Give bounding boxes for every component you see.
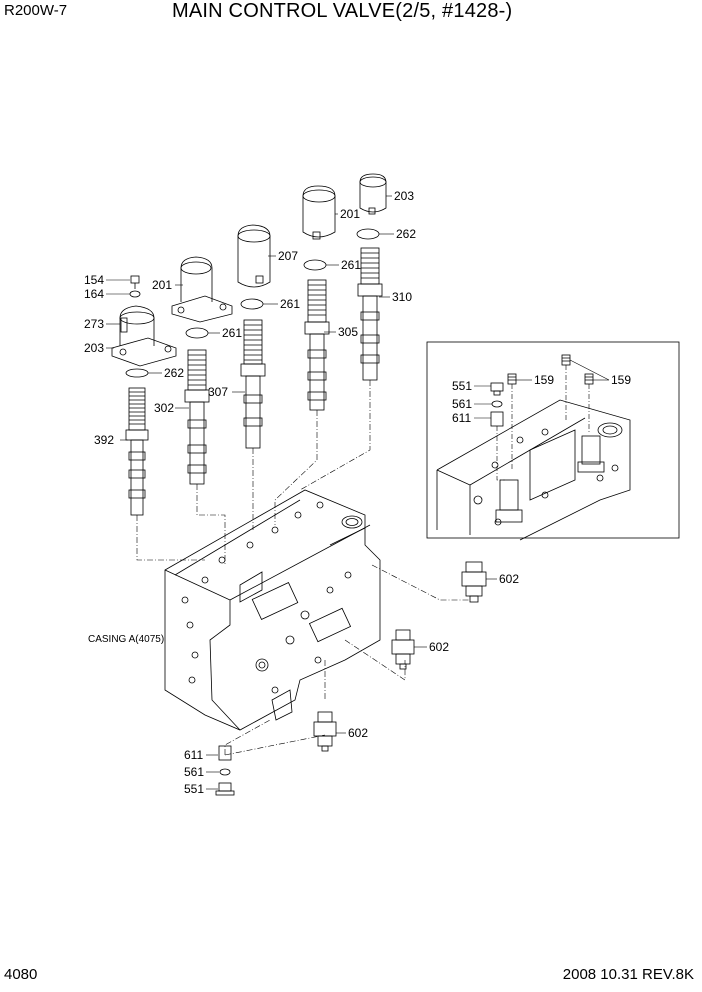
inset-casing-detail bbox=[436, 399, 631, 541]
label-159-inset-b: 159 bbox=[611, 373, 631, 387]
part-305-spool bbox=[304, 279, 330, 411]
label-551-bottom: 551 bbox=[184, 782, 204, 796]
part-203-pilot-cover-right bbox=[359, 173, 387, 215]
label-201-left: 201 bbox=[152, 278, 172, 292]
model-label: R200W-7 bbox=[4, 2, 68, 19]
part-551-plug-bottom bbox=[215, 782, 235, 796]
label-leaders bbox=[106, 195, 610, 790]
part-392-spool bbox=[125, 387, 149, 516]
label-611-bottom: 611 bbox=[184, 748, 203, 762]
inset-part-159-b bbox=[561, 354, 571, 366]
part-261-oring-c bbox=[303, 259, 327, 271]
inset-part-159-c bbox=[584, 373, 594, 385]
part-201-pilot-cover bbox=[171, 256, 233, 323]
label-154: 154 bbox=[84, 273, 104, 287]
label-561-bottom: 561 bbox=[184, 765, 204, 779]
label-203-right: 203 bbox=[394, 189, 414, 203]
assembly-leader-lines bbox=[136, 380, 470, 756]
label-307: 307 bbox=[208, 385, 228, 399]
part-602-relief-valve-c bbox=[313, 711, 337, 752]
casing-label: CASING A(4075) bbox=[88, 634, 165, 645]
part-207-pilot-cover bbox=[237, 224, 271, 288]
label-392: 392 bbox=[94, 433, 114, 447]
label-302: 302 bbox=[154, 401, 174, 415]
label-602-c: 602 bbox=[348, 726, 368, 740]
label-159-inset-a: 159 bbox=[534, 373, 554, 387]
label-261-c: 261 bbox=[341, 258, 361, 272]
inset-part-551 bbox=[490, 382, 504, 396]
page-title: MAIN CONTROL VALVE(2/5, #1428-) bbox=[172, 0, 513, 22]
inset-detail-frame bbox=[426, 341, 680, 539]
label-305: 305 bbox=[338, 325, 358, 339]
label-261-a: 261 bbox=[222, 326, 242, 340]
label-164: 164 bbox=[84, 287, 104, 301]
label-262-right: 262 bbox=[396, 227, 416, 241]
label-602-a: 602 bbox=[499, 572, 519, 586]
inset-part-159-a bbox=[507, 373, 517, 385]
label-207: 207 bbox=[278, 249, 298, 263]
part-201-pilot-cover-right bbox=[302, 185, 336, 240]
casing-a-block bbox=[164, 489, 381, 731]
label-273: 273 bbox=[84, 317, 104, 331]
label-310: 310 bbox=[392, 290, 412, 304]
label-261-b: 261 bbox=[280, 297, 300, 311]
part-262-oring-left bbox=[125, 368, 149, 378]
part-261-oring-b bbox=[240, 298, 264, 310]
part-164-oring bbox=[129, 290, 141, 298]
label-611-inset: 611 bbox=[452, 411, 471, 425]
part-602-relief-valve-a bbox=[461, 561, 487, 603]
page-number: 4080 bbox=[4, 966, 38, 983]
label-602-b: 602 bbox=[429, 640, 449, 654]
part-310-spool bbox=[357, 247, 383, 381]
inset-part-611 bbox=[490, 411, 504, 427]
part-261-oring-a bbox=[185, 327, 209, 339]
label-561-inset: 561 bbox=[452, 397, 472, 411]
label-262-left: 262 bbox=[164, 366, 184, 380]
part-561-oring-bottom bbox=[219, 768, 231, 776]
part-154-bolt bbox=[130, 275, 140, 289]
inset-leader-lines bbox=[496, 365, 590, 481]
label-203-left: 203 bbox=[84, 341, 104, 355]
part-611-plug-bottom bbox=[218, 745, 232, 761]
label-551-inset: 551 bbox=[452, 379, 472, 393]
label-201-right: 201 bbox=[340, 207, 360, 221]
part-602-relief-valve-b bbox=[391, 629, 415, 670]
revision-date: 2008 10.31 REV.8K bbox=[562, 966, 694, 983]
part-307-spool bbox=[240, 319, 266, 449]
part-262-oring-right bbox=[356, 228, 380, 240]
part-302-spool bbox=[184, 349, 210, 485]
part-203-pilot-cover-left bbox=[111, 305, 177, 367]
inset-part-561 bbox=[491, 400, 503, 408]
